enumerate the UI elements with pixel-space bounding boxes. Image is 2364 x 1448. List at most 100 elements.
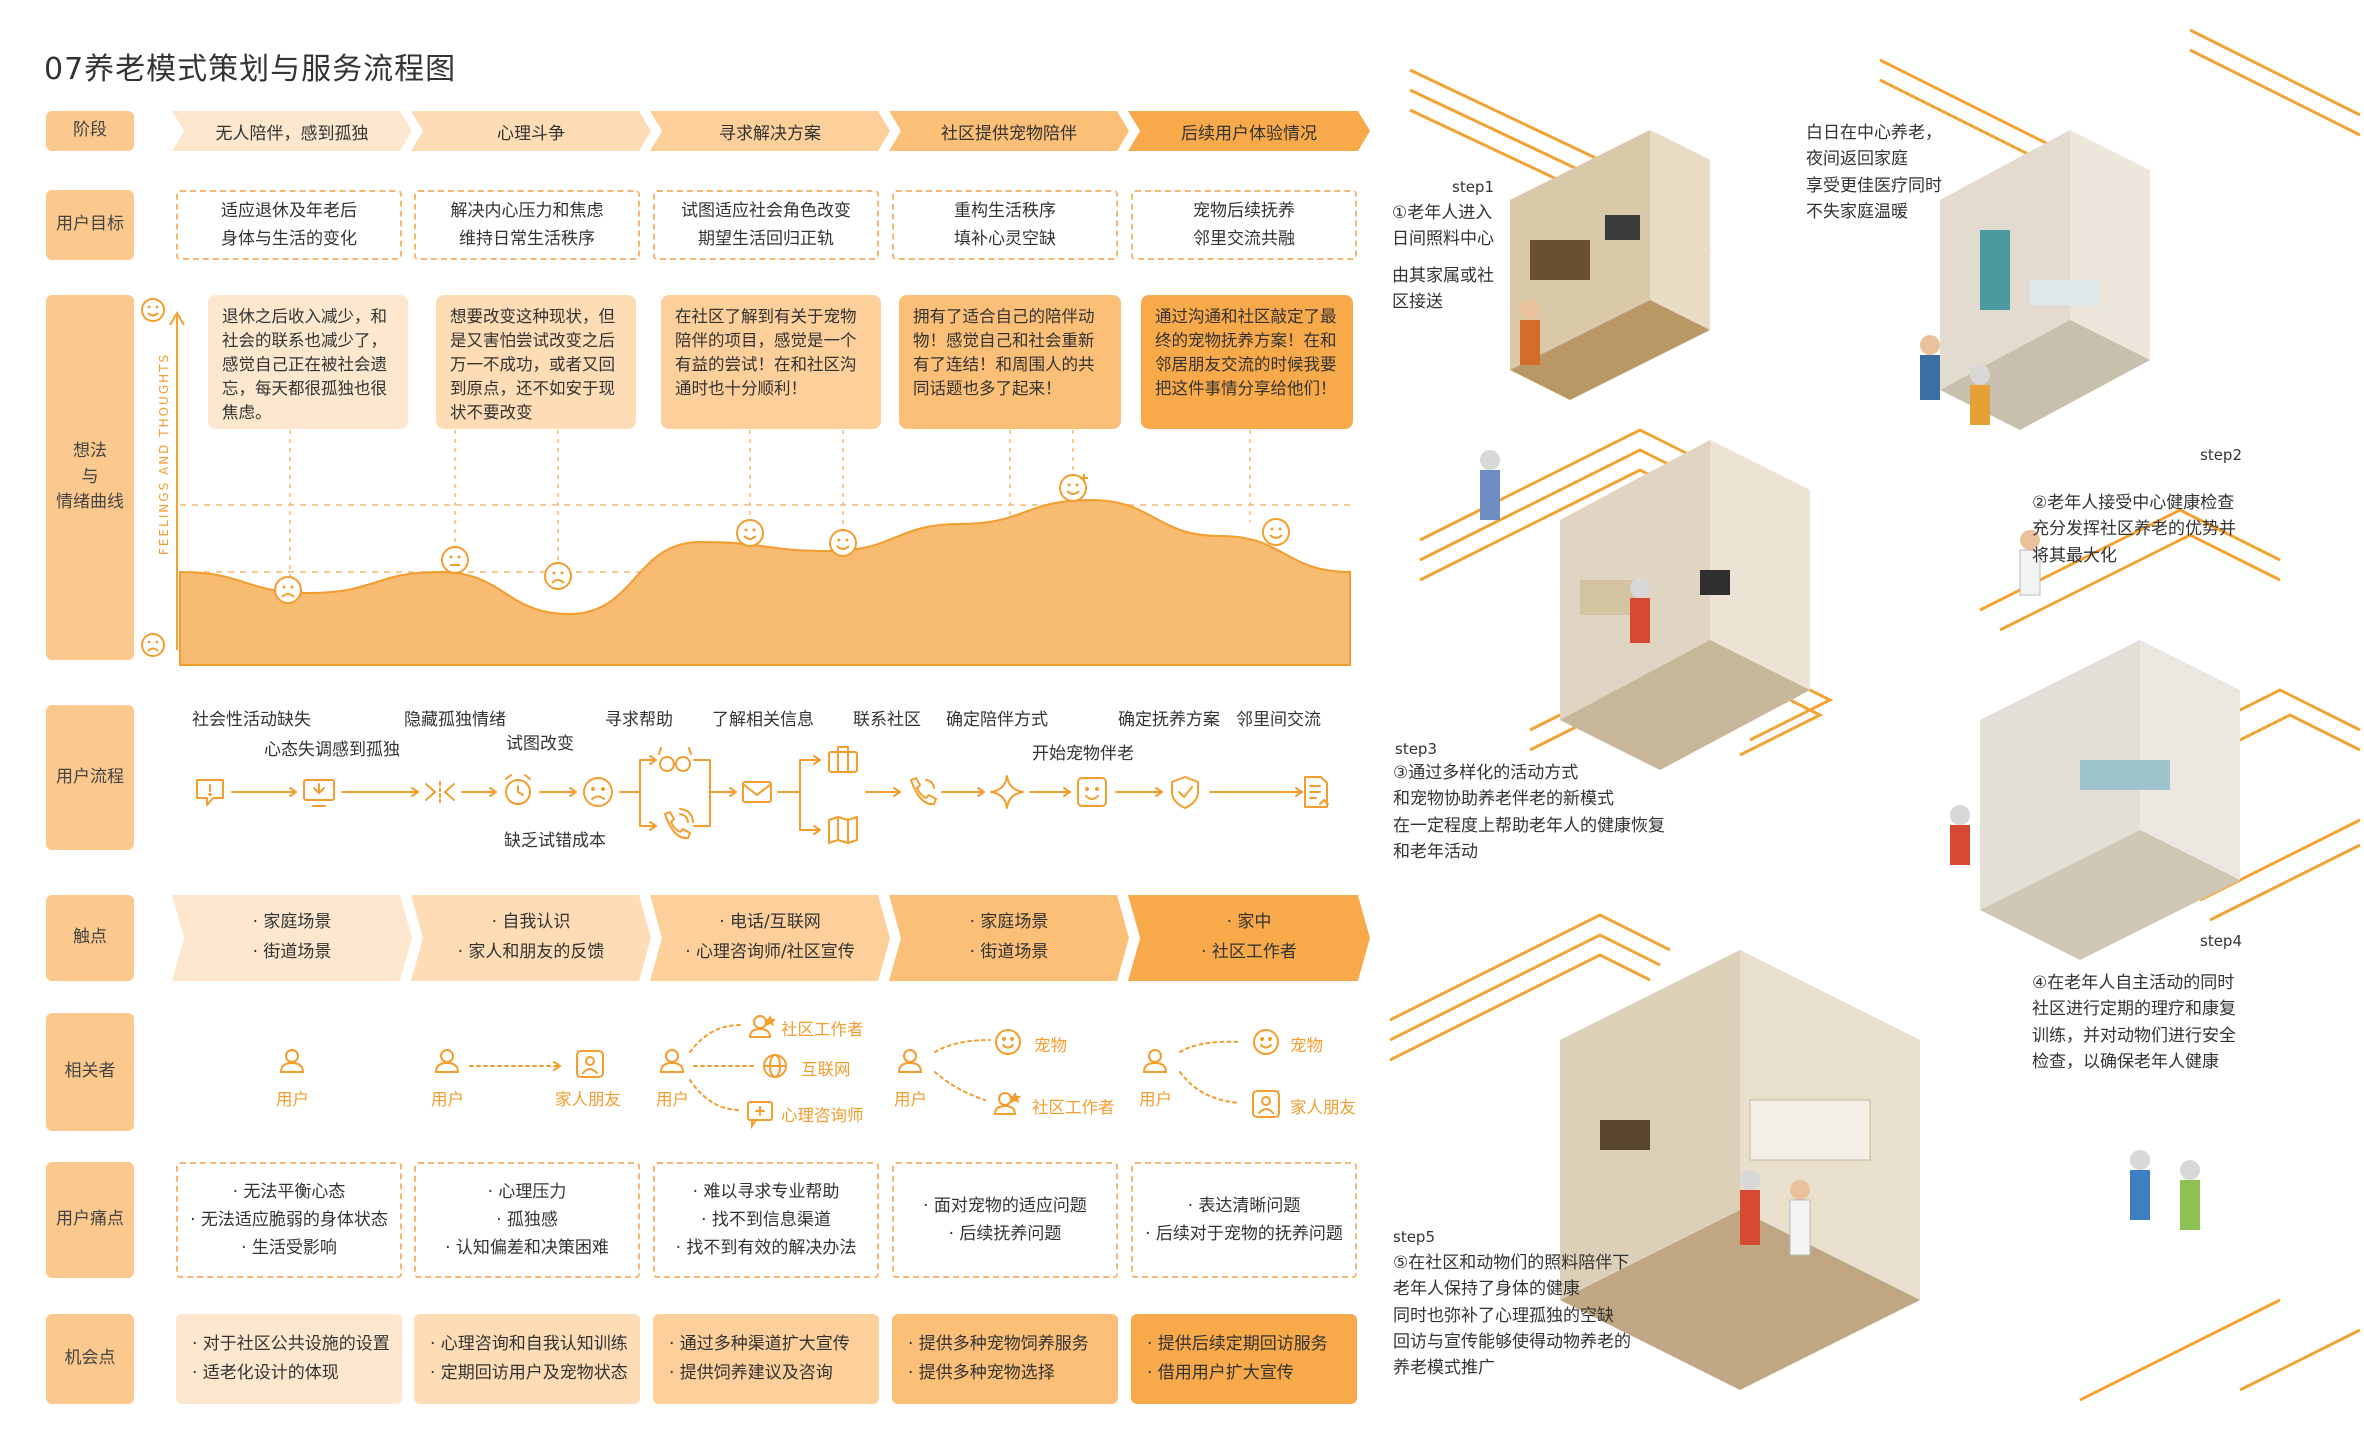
step-tag: step1	[1452, 178, 1494, 196]
pet-icon	[995, 1029, 1021, 1055]
pain-text: · 难以寻求专业帮助	[692, 1181, 840, 1202]
shield-check-icon	[1171, 776, 1199, 809]
opportunity-box-5: · 提供后续定期回访服务· 借用用户扩大宣传	[1131, 1314, 1357, 1404]
flow-label: 寻求帮助	[605, 710, 673, 730]
flow-label: 邻里间交流	[1236, 710, 1321, 730]
phone-call-icon	[910, 777, 937, 806]
touchpoint-text: · 街道场景	[252, 942, 332, 962]
pain-text: · 找不到信息渠道	[701, 1209, 831, 1230]
flow-label: 了解相关信息	[712, 710, 814, 730]
goal-text: 适应退休及年老后	[221, 200, 357, 221]
pain-text: · 后续对于宠物的抚养问题	[1145, 1224, 1343, 1244]
sad-axis-icon	[141, 633, 165, 657]
opportunity-box-2: · 心理咨询和自我认知训练· 定期回访用户及宠物状态	[414, 1314, 640, 1404]
room-therapy	[1980, 640, 2240, 960]
touchpoint-text: · 家人和朋友的反馈	[457, 942, 605, 962]
relation-line	[1179, 1040, 1241, 1053]
y-axis-arrow	[169, 311, 185, 326]
touchpoint-text: · 社区工作者	[1201, 942, 1297, 962]
step-line: 同时也弥补了心理孤独的空缺	[1393, 1305, 1614, 1326]
axis-label: FEELINGS AND THOUGHTS	[157, 353, 171, 555]
thought-card-2: 想要改变这种现状，但是又害怕尝试改变之后万一不成功，或者又回到原点，还不如安于现…	[436, 295, 636, 429]
pain-box-1: · 无法平衡心态· 无法适应脆弱的身体状态· 生活受影响	[176, 1162, 402, 1278]
goal-text: 解决内心压力和焦虑	[450, 200, 604, 221]
flow-label: 心态失调感到孤独	[264, 740, 400, 760]
step-tag: step3	[1395, 740, 1437, 758]
touchpoint-2: · 自我认识 · 家人和朋友的反馈	[411, 895, 651, 981]
step-tag: step4	[2200, 932, 2242, 950]
goal-text: 期望生活回归正轨	[698, 229, 834, 249]
thought-card-3: 在社区了解到有关于宠物陪伴的项目，感觉是一个有益的尝试！在和社区沟通时也十分顺利…	[661, 295, 881, 429]
stakeholder-label: 用户	[894, 1090, 927, 1109]
flow-label: 社会性活动缺失	[192, 710, 311, 730]
relation-line	[1179, 1071, 1241, 1104]
user-icon	[659, 1049, 685, 1073]
row-label-stage: 阶段	[46, 111, 134, 151]
step-line: ①老年人进入	[1392, 203, 1493, 223]
goal-box-5: 宠物后续抚养邻里交流共融	[1131, 190, 1357, 260]
opportunity-text: · 提供多种宠物选择	[908, 1363, 1055, 1383]
step-line: 养老模式推广	[1393, 1358, 1495, 1379]
step-line: 充分发挥社区养老的优势并	[2032, 519, 2236, 540]
user-icon	[434, 1049, 460, 1073]
user-icon	[897, 1049, 923, 1073]
chat-alert-icon	[196, 779, 224, 806]
sparkle-icon	[990, 775, 1024, 809]
step-line: 区接送	[1392, 292, 1443, 313]
monitor-down-icon	[303, 779, 335, 807]
stage-1: 无人陪伴，感到孤独	[172, 111, 412, 151]
community-worker-icon	[748, 1015, 776, 1038]
pain-text: · 后续抚养问题	[948, 1224, 1062, 1244]
step-line: 在一定程度上帮助老年人的健康恢复	[1393, 815, 1665, 836]
pain-box-4: · 面对宠物的适应问题· 后续抚养问题	[892, 1162, 1118, 1278]
goal-box-4: 重构生活秩序填补心灵空缺	[892, 190, 1118, 260]
goal-text: 填补心灵空缺	[954, 229, 1056, 249]
stakeholder-label: 心理咨询师	[781, 1106, 864, 1125]
step-line: ③通过多样化的活动方式	[1393, 763, 1579, 783]
goal-text: 重构生活秩序	[954, 200, 1056, 221]
pain-text: · 找不到有效的解决办法	[675, 1238, 857, 1259]
family-friend-icon	[576, 1050, 604, 1078]
goal-text: 邻里交流共融	[1193, 229, 1295, 249]
step-text-1: ①老年人进入 日间照料中心 由其家属或社 区接送	[1392, 200, 1494, 315]
goal-text: 身体与生活的变化	[221, 229, 357, 249]
document-upload-icon	[1304, 776, 1329, 808]
touchpoint-1: · 家庭场景 · 街道场景	[172, 895, 412, 981]
touchpoint-text: · 家中	[1226, 912, 1272, 933]
sad-face-icon	[274, 576, 302, 604]
opportunity-text: · 提供饲养建议及咨询	[669, 1363, 833, 1383]
step-line: ④在老年人自主活动的同时	[2032, 973, 2235, 993]
step-text-5: ⑤在社区和动物们的照料陪伴下 老年人保持了身体的健康 同时也弥补了心理孤独的空缺…	[1393, 1250, 1631, 1382]
step-line: ⑤在社区和动物们的照料陪伴下	[1393, 1253, 1630, 1273]
step-line: 日间照料中心	[1392, 229, 1494, 250]
touchpoint-3: · 电话/互联网· 心理咨询师/社区宣传	[650, 895, 890, 981]
step-line	[1392, 253, 1494, 263]
goal-text: 宠物后续抚养	[1193, 200, 1295, 221]
room-day-care	[1510, 130, 1710, 400]
touchpoint-text: · 心理咨询师/社区宣传	[685, 942, 855, 962]
stakeholder-label: 用户	[1139, 1090, 1172, 1109]
step-line: 不失家庭温暖	[1806, 202, 1908, 223]
flow-label: 联系社区	[853, 710, 921, 730]
pain-text: · 生活受影响	[241, 1238, 337, 1259]
touchpoint-text: · 自我认识	[491, 912, 571, 933]
thought-card-4: 拥有了适合自己的陪伴动物！感觉自己和社会重新有了连结！和周围人的共同话题也多了起…	[899, 295, 1121, 429]
step-line: 训练，并对动物们进行安全	[2032, 1025, 2236, 1046]
touchpoint-text: · 家庭场景	[252, 912, 332, 933]
relation-arrow	[553, 1061, 562, 1071]
stage-5: 后续用户体验情况	[1128, 111, 1370, 151]
community-worker-icon	[993, 1092, 1021, 1115]
step-line: 由其家属或社	[1392, 265, 1494, 286]
row-label-flow: 用户流程	[46, 705, 134, 850]
thought-card-1: 退休之后收入减少，和社会的联系也减少了，感觉自己正在被社会遗忘，每天都很孤独也很…	[208, 295, 408, 429]
glasses-icon	[658, 747, 692, 772]
isometric-illustration	[1389, 28, 2361, 1402]
goal-text: 试图适应社会角色改变	[681, 200, 851, 221]
step-line: 白日在中心养老，	[1806, 123, 1942, 143]
pain-text: · 孤独感	[496, 1209, 558, 1230]
flow-label: 确定抚养方案	[1118, 710, 1220, 730]
step-line: 社区进行定期的理疗和康复	[2032, 999, 2236, 1020]
opportunity-text: · 提供后续定期回访服务	[1147, 1334, 1328, 1355]
